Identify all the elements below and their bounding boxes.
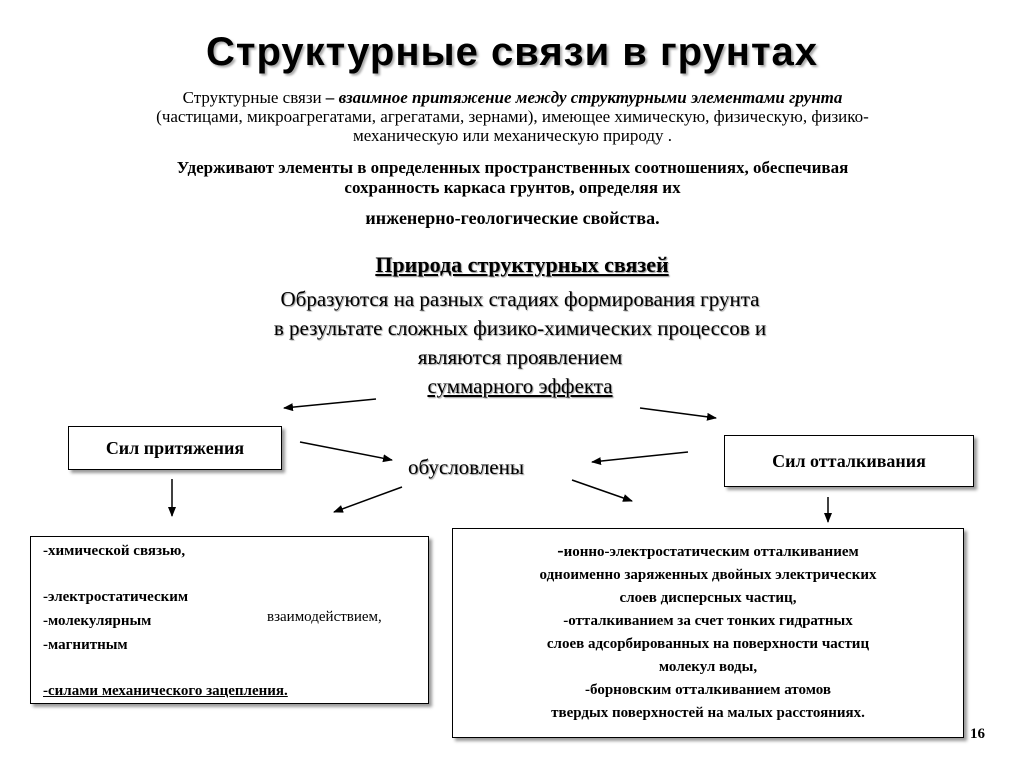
arrow-caused-to-left-list (333, 486, 403, 513)
left-item-mechanical: -силами механического зацепления. (43, 683, 288, 699)
definition-emphasis: взаимное притяжение между структурными э… (338, 88, 843, 107)
left-item-electrostatic: -электростатическим (43, 589, 189, 605)
nature-line-1: Образуются на разных стадиях формировани… (280, 287, 760, 311)
caused-by-label: обусловлены (408, 455, 524, 479)
left-item-magnetic: -магнитным (43, 637, 128, 653)
page-number: 16 (970, 726, 985, 742)
right-line-7: -борновским отталкиванием атомов (585, 682, 831, 698)
attraction-label: Сил притяжения (105, 437, 245, 458)
nature-paragraph: Образуются на разных стадиях формировани… (200, 285, 840, 401)
repulsion-forces-box: Сил отталкивания (724, 435, 974, 487)
arrow-attraction-to-caused (299, 441, 393, 463)
nature-line-2: в результате сложных физико-химических п… (273, 316, 767, 340)
interaction-label: взаимодействием, (267, 609, 382, 625)
arrow-repulsion-to-caused (591, 451, 689, 466)
nature-heading: Природа структурных связей (375, 252, 669, 277)
definition-paragraph: Структурные связи – взаимное притяжение … (25, 88, 1000, 145)
attraction-forces-box: Сил притяжения (68, 426, 282, 470)
definition-term: Структурные связи (182, 88, 322, 107)
arrow-to-attraction (283, 398, 377, 412)
definition-line-2: (частицами, микроагрегатами, агрегатами,… (156, 107, 869, 126)
right-line-6: молекул воды, (658, 659, 758, 675)
hold-line-3: инженерно-геологические свойства. (365, 208, 660, 228)
repulsion-causes-box: -ионно-электростатическим отталкиванием … (452, 528, 964, 738)
hold-line-2: сохранность каркаса грунтов, определяя и… (344, 178, 681, 197)
attraction-causes-box: -химической связью, -электростатическим … (30, 536, 429, 704)
hold-line-1: Удерживают элементы в определенных прост… (176, 158, 849, 177)
nature-line-3: являются проявлением (417, 345, 623, 369)
definition-dash: – (321, 88, 339, 107)
repulsion-label: Сил отталкивания (772, 450, 926, 471)
right-line-3: слоев дисперсных частиц, (619, 590, 797, 606)
nature-line-4: суммарного эффекта (427, 374, 613, 398)
definition-line-3: механическую или механическую природу . (352, 126, 673, 145)
arrow-to-repulsion (639, 407, 717, 421)
left-item-chemical: -химической связью, (43, 543, 186, 559)
right-line-5: слоев адсорбированных на поверхности час… (546, 636, 870, 652)
arrow-caused-to-right-list (571, 479, 633, 502)
hold-paragraph: Удерживают элементы в определенных прост… (20, 158, 1005, 198)
right-line-8: твердых поверхностей на малых расстояния… (551, 705, 865, 721)
right-line-1: -ионно-электростатическим отталкиванием (557, 540, 859, 561)
right-line-4: -отталкиванием за счет тонких гидратных (563, 613, 853, 629)
right-line-2: одноименно заряженных двойных электричес… (539, 567, 877, 583)
slide-title: Структурные связи в грунтах (205, 30, 819, 74)
left-item-molecular: -молекулярным (43, 613, 152, 629)
